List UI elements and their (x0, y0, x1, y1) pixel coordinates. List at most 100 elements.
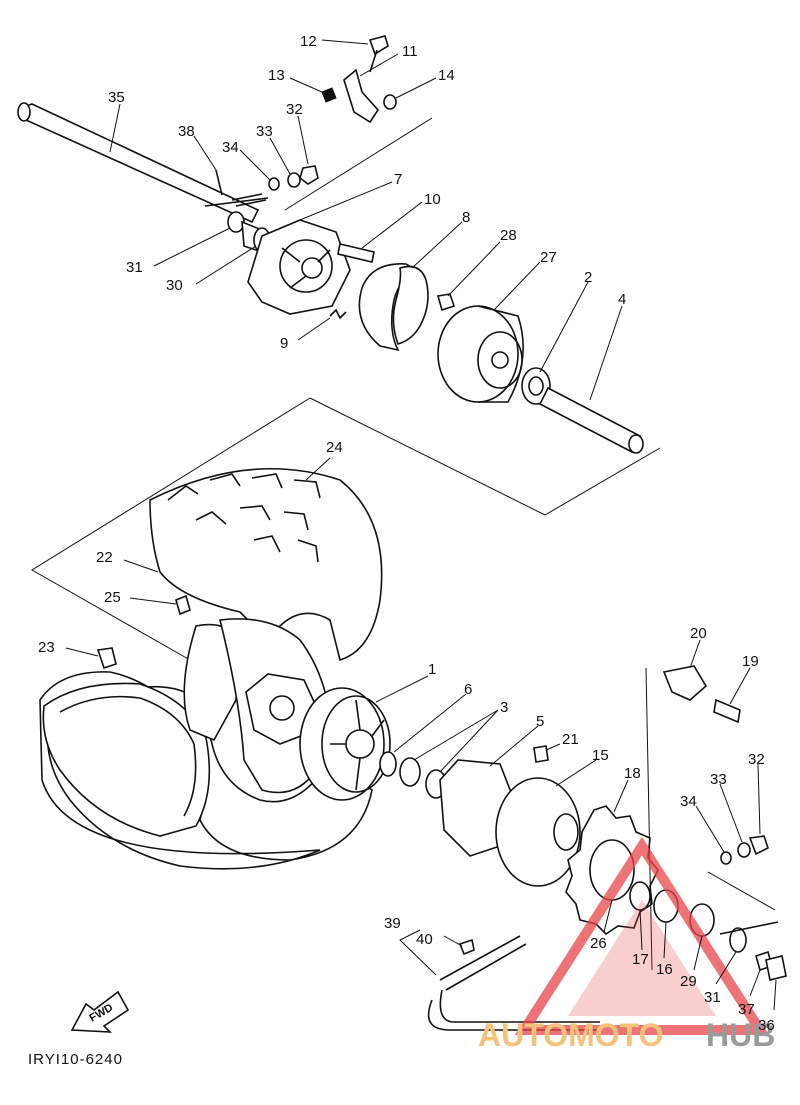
svg-text:40: 40 (416, 931, 433, 948)
callout-31b: 31 (704, 951, 737, 1006)
callout-33: 33 (256, 123, 291, 175)
callout-30: 30 (166, 245, 257, 294)
callout-31: 31 (126, 227, 231, 276)
svg-text:33: 33 (710, 771, 727, 788)
svg-text:11: 11 (402, 43, 418, 60)
svg-text:36: 36 (758, 1017, 775, 1034)
svg-text:5: 5 (536, 713, 544, 730)
nut-28 (436, 293, 456, 312)
callout-34b: 34 (680, 793, 725, 853)
svg-text:21: 21 (562, 731, 579, 748)
callout-39: 39 (384, 915, 401, 932)
callout-23: 23 (38, 639, 99, 657)
bolt-19 (713, 698, 741, 724)
callout-9: 9 (280, 317, 331, 352)
nut-21 (533, 745, 549, 763)
group-bracket (284, 117, 433, 211)
callout-33b: 33 (710, 771, 743, 843)
svg-text:28: 28 (500, 227, 517, 244)
svg-text:20: 20 (690, 625, 707, 642)
callout-6: 6 (393, 681, 472, 753)
svg-text:8: 8 (462, 209, 470, 226)
callout-17: 17 (632, 909, 649, 968)
svg-text:31: 31 (704, 989, 721, 1006)
hw-line (707, 871, 776, 911)
svg-text:18: 18 (624, 765, 641, 782)
svg-text:19: 19 (742, 653, 759, 670)
callout-26: 26 (590, 899, 613, 952)
callout-38: 38 (178, 123, 217, 171)
washer-31b (729, 927, 747, 953)
svg-text:24: 24 (326, 439, 343, 456)
svg-text:12: 12 (300, 33, 317, 50)
callout-2: 2 (539, 269, 592, 373)
watermark-text-left: AUTOMOTO (478, 1017, 663, 1053)
callout-27: 27 (493, 249, 557, 311)
svg-text:37: 37 (738, 1001, 755, 1018)
svg-text:16: 16 (656, 961, 673, 978)
svg-text:17: 17 (632, 951, 649, 968)
svg-text:13: 13 (268, 67, 285, 84)
callout-19: 19 (729, 653, 759, 705)
svg-text:30: 30 (166, 277, 183, 294)
callout-35: 35 (108, 89, 125, 153)
brake-shoes (358, 263, 429, 352)
callout-18: 18 (613, 765, 641, 813)
callout-36: 36 (758, 979, 777, 1034)
rear-hub (299, 687, 391, 801)
nut-36 (765, 955, 787, 981)
wheel-nut (96, 647, 117, 670)
callout-5: 5 (489, 713, 544, 767)
watermark-logo (514, 836, 770, 1035)
callout-12: 12 (300, 33, 369, 50)
svg-text:29: 29 (680, 973, 697, 990)
svg-text:3: 3 (500, 699, 508, 716)
callout-25: 25 (104, 589, 177, 606)
axle-shaft (17, 102, 269, 224)
callout-28: 28 (447, 227, 517, 297)
svg-text:31: 31 (126, 259, 143, 276)
callout-32: 32 (286, 101, 309, 165)
brake-link (343, 68, 380, 124)
callout-15: 15 (555, 747, 609, 787)
chain-bracket (399, 929, 437, 976)
callout-20: 20 (689, 625, 707, 669)
brake-drum (437, 305, 524, 403)
callout-16: 16 (656, 921, 673, 978)
svg-text:35: 35 (108, 89, 125, 106)
svg-text:9: 9 (280, 335, 288, 352)
drawing-code: IRYI10-6240 (28, 1051, 123, 1068)
callout-11: 11 (359, 43, 418, 77)
svg-text:26: 26 (590, 935, 607, 952)
svg-text:34: 34 (222, 139, 239, 156)
washer-33b (737, 842, 751, 858)
svg-text:10: 10 (424, 191, 441, 208)
wheel-frame (31, 397, 311, 661)
callout-24: 24 (305, 439, 343, 481)
chain-guide-bracket (662, 665, 708, 701)
drive-chain (427, 935, 600, 1031)
svg-text:33: 33 (256, 123, 273, 140)
callout-22: 22 (96, 549, 159, 573)
bearing (521, 367, 551, 405)
camshaft (337, 243, 375, 263)
callout-8: 8 (411, 209, 470, 269)
nut-13 (321, 87, 337, 103)
upper-assembly (17, 35, 661, 516)
valve-stem (175, 594, 191, 616)
callout-29: 29 (680, 935, 703, 990)
bolt-12 (368, 35, 389, 56)
o-ring (379, 751, 397, 777)
svg-text:22: 22 (96, 549, 113, 566)
callout-1: 1 (375, 661, 436, 703)
svg-text:32: 32 (286, 101, 303, 118)
brake-panel (247, 219, 351, 315)
callout-3: 3 (413, 699, 508, 773)
svg-text:2: 2 (584, 269, 592, 286)
callout-4: 4 (589, 291, 626, 401)
axle-spacer (538, 386, 644, 454)
callout-34: 34 (222, 139, 271, 181)
callout-14: 14 (395, 67, 455, 99)
stud (719, 921, 779, 935)
